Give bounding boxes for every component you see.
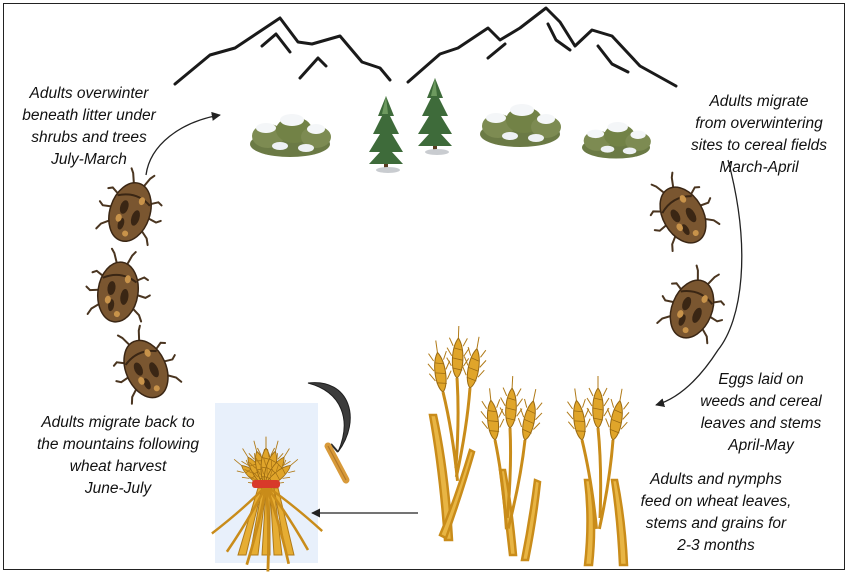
label-line: July-March [51,151,127,168]
label-line: wheat harvest [69,458,167,475]
label-line: Eggs laid on [718,371,804,388]
label-line: Adults and nymphs [650,471,782,488]
mountain-range-icon [173,6,678,88]
label-line: beneath litter under [22,107,156,124]
wheat-sheaf-icon [203,435,329,573]
label-line: Adults migrate back to [41,414,195,431]
label-line: April-May [728,437,794,454]
label-line: feed on wheat leaves, [640,493,792,510]
pine-tree-icon [369,78,452,173]
label-migrate-back: Adults migrate back to the mountains fol… [26,412,210,500]
label-migrate-to-fields: Adults migrate from overwintering sites … [684,91,834,179]
arrow-overwinter-to-shrubs [145,111,221,176]
label-line: the mountains following [37,436,199,453]
label-line: June-July [84,480,152,497]
cycle-arrows [145,111,743,518]
sickle-icon [307,382,351,484]
label-overwinter: Adults overwinter beneath litter under s… [13,83,165,171]
label-feed: Adults and nymphs feed on wheat leaves, … [632,469,800,557]
label-line: Adults overwinter [29,85,149,102]
wheat-stalk-icon [423,324,635,567]
label-line: weeds and cereal [700,393,822,410]
label-line: leaves and stems [700,415,822,432]
label-line: stems and grains for [645,515,787,532]
label-line: sites to cereal fields [690,137,828,154]
snowy-shrub-icon [250,104,651,159]
stink-bug-icon [81,161,189,411]
label-line: Adults migrate [709,93,809,110]
stink-bug-icon [633,161,739,350]
label-eggs: Eggs laid on weeds and cereal leaves and… [696,369,826,457]
label-line: March-April [719,159,799,176]
arrow-migrate-to-fields [655,159,743,408]
label-line: shrubs and trees [31,129,147,146]
label-line: 2-3 months [677,537,755,554]
label-line: from overwintering [695,115,823,132]
